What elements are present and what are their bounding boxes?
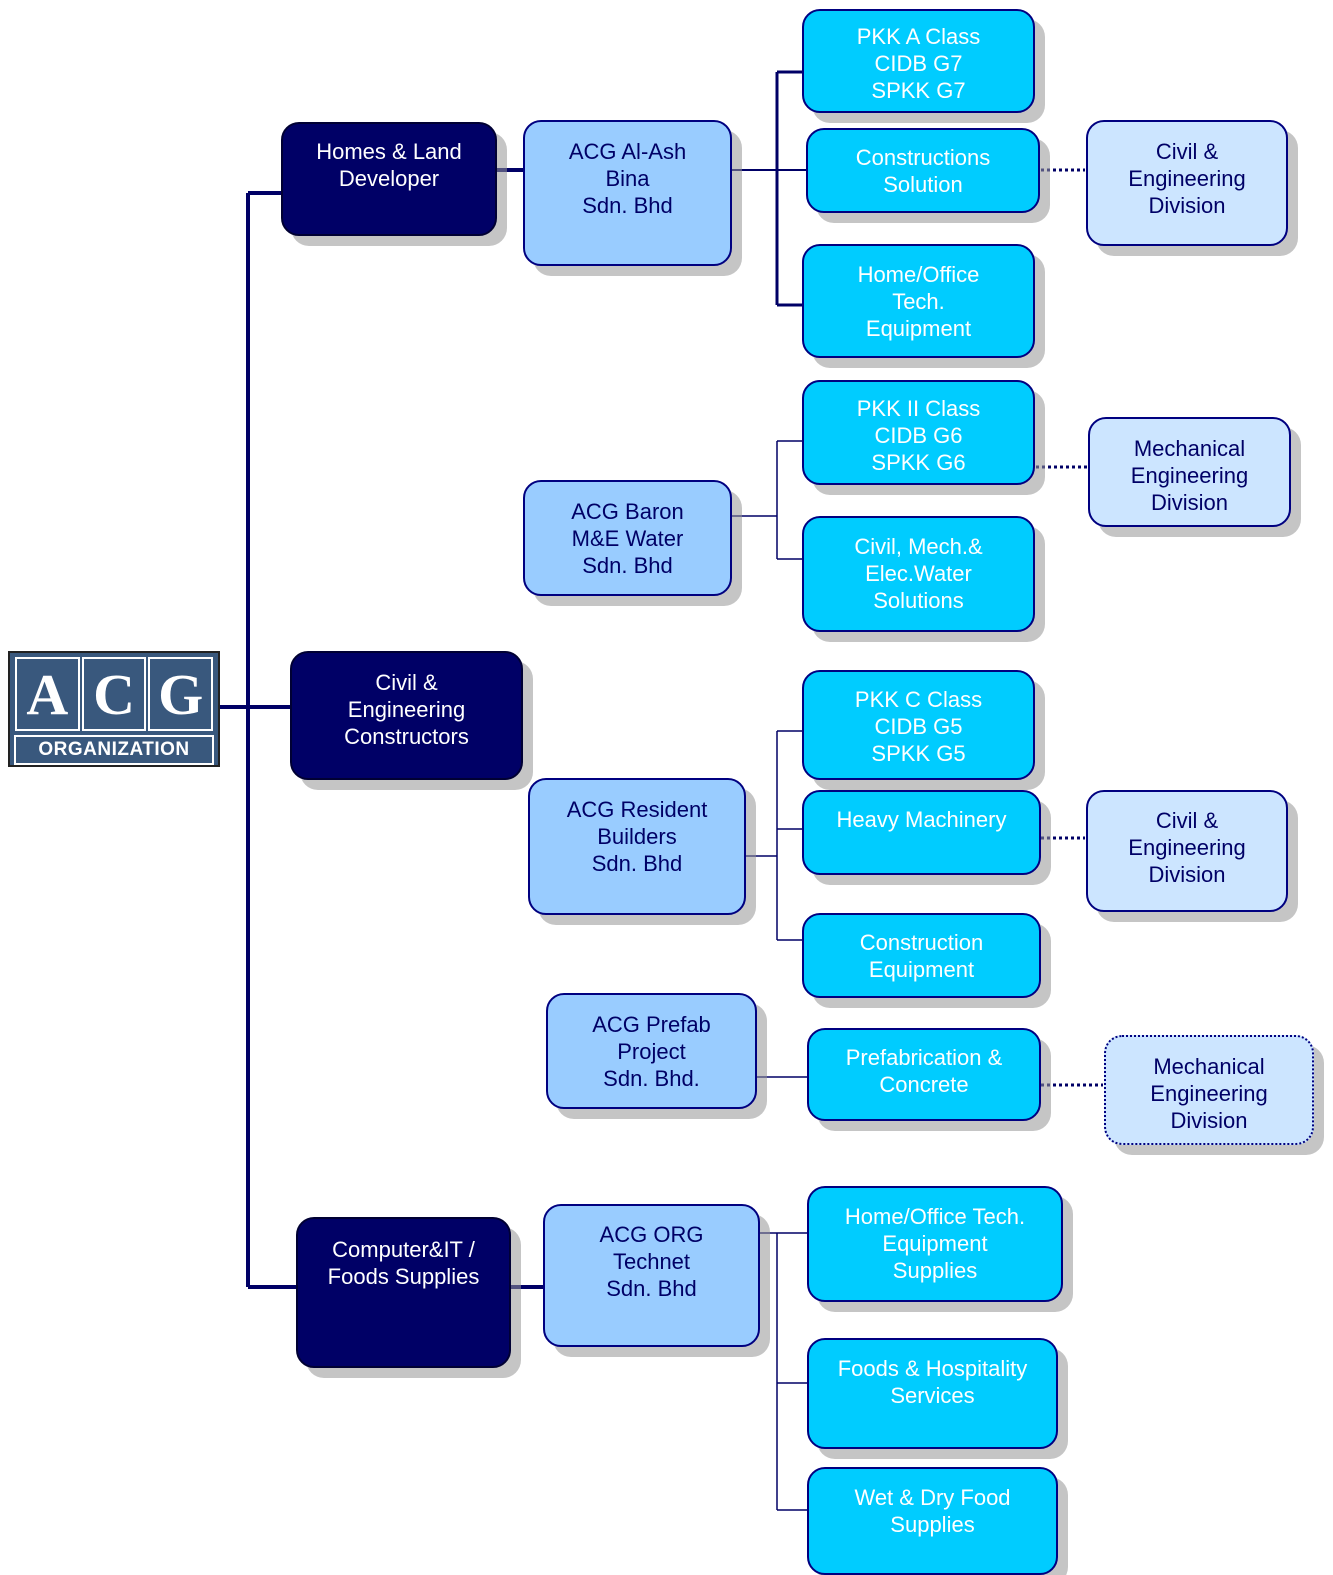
- service-construction-equipment: Construction Equipment: [802, 913, 1041, 998]
- division-mechanical-engineering-1: Mechanical Engineering Division: [1088, 417, 1291, 527]
- service-wet-dry-food: Wet & Dry Food Supplies: [807, 1467, 1058, 1575]
- service-prefabrication-concrete: Prefabrication & Concrete: [807, 1028, 1041, 1121]
- service-pkk-c-class: PKK C Class CIDB G5 SPKK G5: [802, 670, 1035, 780]
- logo-letter-a: A: [15, 657, 80, 731]
- company-acg-resident-builders: ACG Resident Builders Sdn. Bhd: [528, 778, 746, 915]
- company-acg-baron: ACG Baron M&E Water Sdn. Bhd: [523, 480, 732, 596]
- service-pkk-ii-class: PKK II Class CIDB G6 SPKK G6: [802, 380, 1035, 485]
- service-home-office-tech-supplies: Home/Office Tech. Equipment Supplies: [807, 1186, 1063, 1302]
- service-foods-hospitality: Foods & Hospitality Services: [807, 1338, 1058, 1449]
- division-mechanical-engineering-2: Mechanical Engineering Division: [1104, 1035, 1314, 1145]
- sector-computer-it-foods: Computer&IT / Foods Supplies: [296, 1217, 511, 1368]
- company-acg-al-ash-bina: ACG Al-Ash Bina Sdn. Bhd: [523, 120, 732, 266]
- logo-subtitle: ORGANIZATION: [14, 735, 214, 765]
- service-civil-mech-elec-water: Civil, Mech.& Elec.Water Solutions: [802, 516, 1035, 632]
- logo-letter-c: C: [81, 657, 147, 731]
- logo-letter-g: G: [148, 657, 214, 731]
- sector-homes-land-developer: Homes & Land Developer: [281, 122, 497, 236]
- service-constructions-solution: Constructions Solution: [806, 128, 1040, 213]
- acg-logo: A C G ORGANIZATION: [8, 651, 220, 767]
- company-acg-prefab-project: ACG Prefab Project Sdn. Bhd.: [546, 993, 757, 1109]
- division-civil-engineering-2: Civil & Engineering Division: [1086, 790, 1288, 912]
- service-pkk-a-class: PKK A Class CIDB G7 SPKK G7: [802, 9, 1035, 113]
- service-heavy-machinery: Heavy Machinery: [802, 790, 1041, 875]
- division-civil-engineering-1: Civil & Engineering Division: [1086, 120, 1288, 246]
- service-home-office-tech-equipment: Home/Office Tech. Equipment: [802, 244, 1035, 358]
- sector-civil-engineering-constructors: Civil & Engineering Constructors: [290, 651, 523, 780]
- company-acg-org-technet: ACG ORG Technet Sdn. Bhd: [543, 1204, 760, 1347]
